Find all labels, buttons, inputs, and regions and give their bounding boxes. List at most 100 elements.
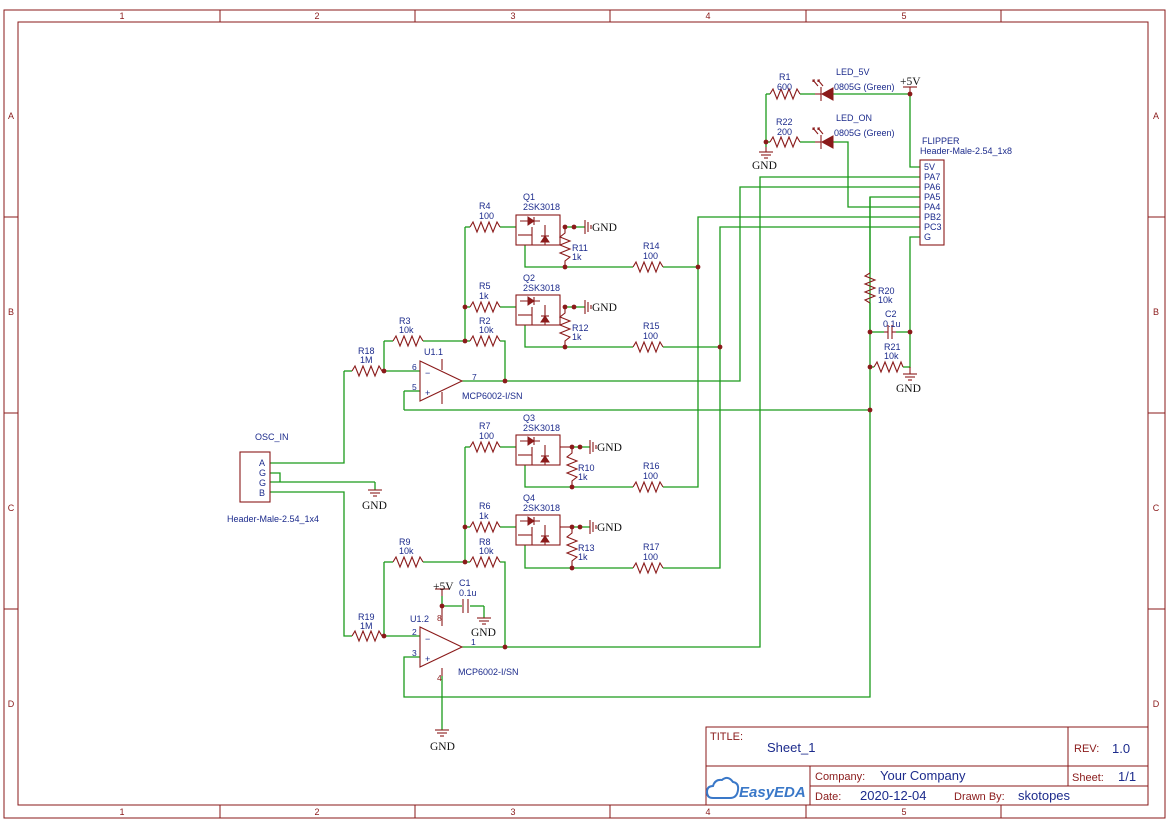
r4-value: 100 [479, 211, 494, 221]
flipper-pin-pa5: PA5 [924, 192, 940, 202]
flipper-header[interactable]: FLIPPER Header-Male-2.54_1x8 5V PA7 PA6 … [919, 136, 1012, 246]
capacitor-c1[interactable]: C1 0.1u [459, 578, 477, 613]
resistor-r12[interactable]: R12 1k [558, 307, 589, 347]
resistor-r6[interactable]: R6 1k [469, 501, 501, 534]
company-label: Company: [815, 771, 865, 783]
resistor-r4[interactable]: R4 100 [469, 201, 501, 234]
mosfet-q1[interactable]: Q1 2SK3018 [515, 192, 561, 246]
row-label-d: D [8, 699, 15, 709]
mosfet-q4[interactable]: Q4 2SK3018 [515, 493, 572, 546]
r9-value: 10k [399, 546, 414, 556]
resistor-r22[interactable]: R22 200 [769, 117, 801, 149]
r13-ref: R13 [578, 543, 595, 553]
gnd-led-label: GND [752, 160, 777, 172]
osc-in-header[interactable]: OSC_IN Header-Male-2.54_1x4 A G G B [227, 432, 319, 524]
r8-ref: R8 [479, 537, 491, 547]
r2-ref: R2 [479, 316, 491, 326]
flipper-ref: FLIPPER [922, 136, 960, 146]
junctions [381, 91, 913, 650]
r18-ref: R18 [358, 346, 375, 356]
flipper-value: Header-Male-2.54_1x8 [920, 146, 1012, 156]
rev-value: 1.0 [1112, 741, 1130, 756]
r11-value: 1k [572, 252, 582, 262]
flipper-pin-pb2: PB2 [924, 212, 941, 222]
q4-ref: Q4 [523, 493, 535, 503]
led-5v[interactable]: LED_5V 0805G (Green) [812, 67, 895, 101]
osc-pin-g1: G [259, 468, 266, 478]
r16-value: 100 [643, 471, 658, 481]
resistor-r19[interactable]: R19 1M [351, 612, 383, 643]
gnd-q3: GND [589, 440, 622, 454]
led-on[interactable]: LED_ON 0805G (Green) [812, 113, 895, 149]
u12-pin-vcc: 8 [437, 613, 442, 623]
r14-ref: R14 [643, 241, 660, 251]
resistor-r16[interactable]: R16 100 [632, 461, 664, 494]
osc-pin-a: A [259, 458, 265, 468]
drawn-by-value: skotopes [1018, 788, 1071, 803]
gnd-c1-label: GND [471, 627, 496, 639]
c1-ref: C1 [459, 578, 471, 588]
mosfet-q3[interactable]: Q3 2SK3018 [515, 413, 572, 466]
r15-value: 100 [643, 331, 658, 341]
col-label-1-bottom: 1 [119, 807, 124, 817]
resistor-r10[interactable]: R10 1k [565, 447, 595, 487]
r6-value: 1k [479, 511, 489, 521]
resistor-r9[interactable]: R9 10k [392, 537, 424, 569]
gnd-led: GND [752, 147, 777, 172]
r22-value: 200 [777, 127, 792, 137]
resistor-r20[interactable]: R20 10k [863, 272, 895, 305]
r6-ref: R6 [479, 501, 491, 511]
gnd-opamp: GND [430, 729, 455, 753]
power-5v-label: +5V [900, 76, 921, 88]
drawn-by-label: Drawn By: [954, 791, 1005, 803]
osc-ref: OSC_IN [255, 432, 289, 442]
r20-ref: R20 [878, 286, 895, 296]
resistor-r5[interactable]: R5 1k [469, 281, 501, 314]
c1-value: 0.1u [459, 588, 477, 598]
resistor-r7[interactable]: R7 100 [469, 421, 501, 454]
u11-ref: U1.1 [424, 347, 443, 357]
u12-value: MCP6002-I/SN [458, 667, 519, 677]
r21-value: 10k [884, 351, 899, 361]
r10-ref: R10 [578, 463, 595, 473]
r3-value: 10k [399, 325, 414, 335]
resistor-r21[interactable]: R21 10k [873, 342, 904, 374]
r18-value: 1M [360, 355, 373, 365]
r12-value: 1k [572, 332, 582, 342]
gnd-osc-label: GND [362, 500, 387, 512]
resistor-r17[interactable]: R17 100 [632, 542, 664, 575]
r21-ref: R21 [884, 342, 901, 352]
r20-value: 10k [878, 295, 893, 305]
u12-pin-out: 1 [471, 637, 476, 647]
resistor-r3[interactable]: R3 10k [392, 316, 424, 348]
row-label-b-right: B [1153, 307, 1159, 317]
resistor-r8[interactable]: R8 10k [469, 537, 501, 569]
mosfet-q2[interactable]: Q2 2SK3018 [515, 273, 561, 326]
gnd-q1-label: GND [592, 222, 617, 234]
opamp-u1-1[interactable]: − + 6 5 7 U1.1 MCP6002-I/SN [412, 347, 523, 404]
c2-ref: C2 [885, 309, 897, 319]
q2-ref: Q2 [523, 273, 535, 283]
col-label-3: 3 [510, 11, 515, 21]
opamp-u1-2[interactable]: − + 2 3 1 8 4 U1.2 MCP6002-I/SN [410, 606, 519, 683]
resistor-r1[interactable]: R1 600 [769, 72, 801, 101]
osc-pin-g2: G [259, 478, 266, 488]
resistor-r11[interactable]: R11 1k [558, 227, 588, 267]
resistor-r14[interactable]: R14 100 [632, 241, 664, 274]
u11-pin-plus: 5 [412, 382, 417, 392]
gnd-q3-label: GND [597, 442, 622, 454]
row-label-a: A [8, 111, 14, 121]
rev-label: REV: [1074, 743, 1099, 755]
q1-value: 2SK3018 [523, 202, 560, 212]
r19-value: 1M [360, 621, 373, 631]
u12-ref: U1.2 [410, 614, 429, 624]
u11-pin-minus: 6 [412, 362, 417, 372]
resistor-r15[interactable]: R15 100 [632, 321, 664, 354]
resistor-r13[interactable]: R13 1k [565, 527, 595, 568]
gnd-opamp-label: GND [430, 741, 455, 753]
resistor-r18[interactable]: R18 1M [351, 346, 383, 378]
resistor-r2[interactable]: R2 10k [469, 316, 501, 348]
title-label: TITLE: [710, 731, 743, 743]
capacitor-c2[interactable]: C2 0.1u [883, 309, 901, 339]
